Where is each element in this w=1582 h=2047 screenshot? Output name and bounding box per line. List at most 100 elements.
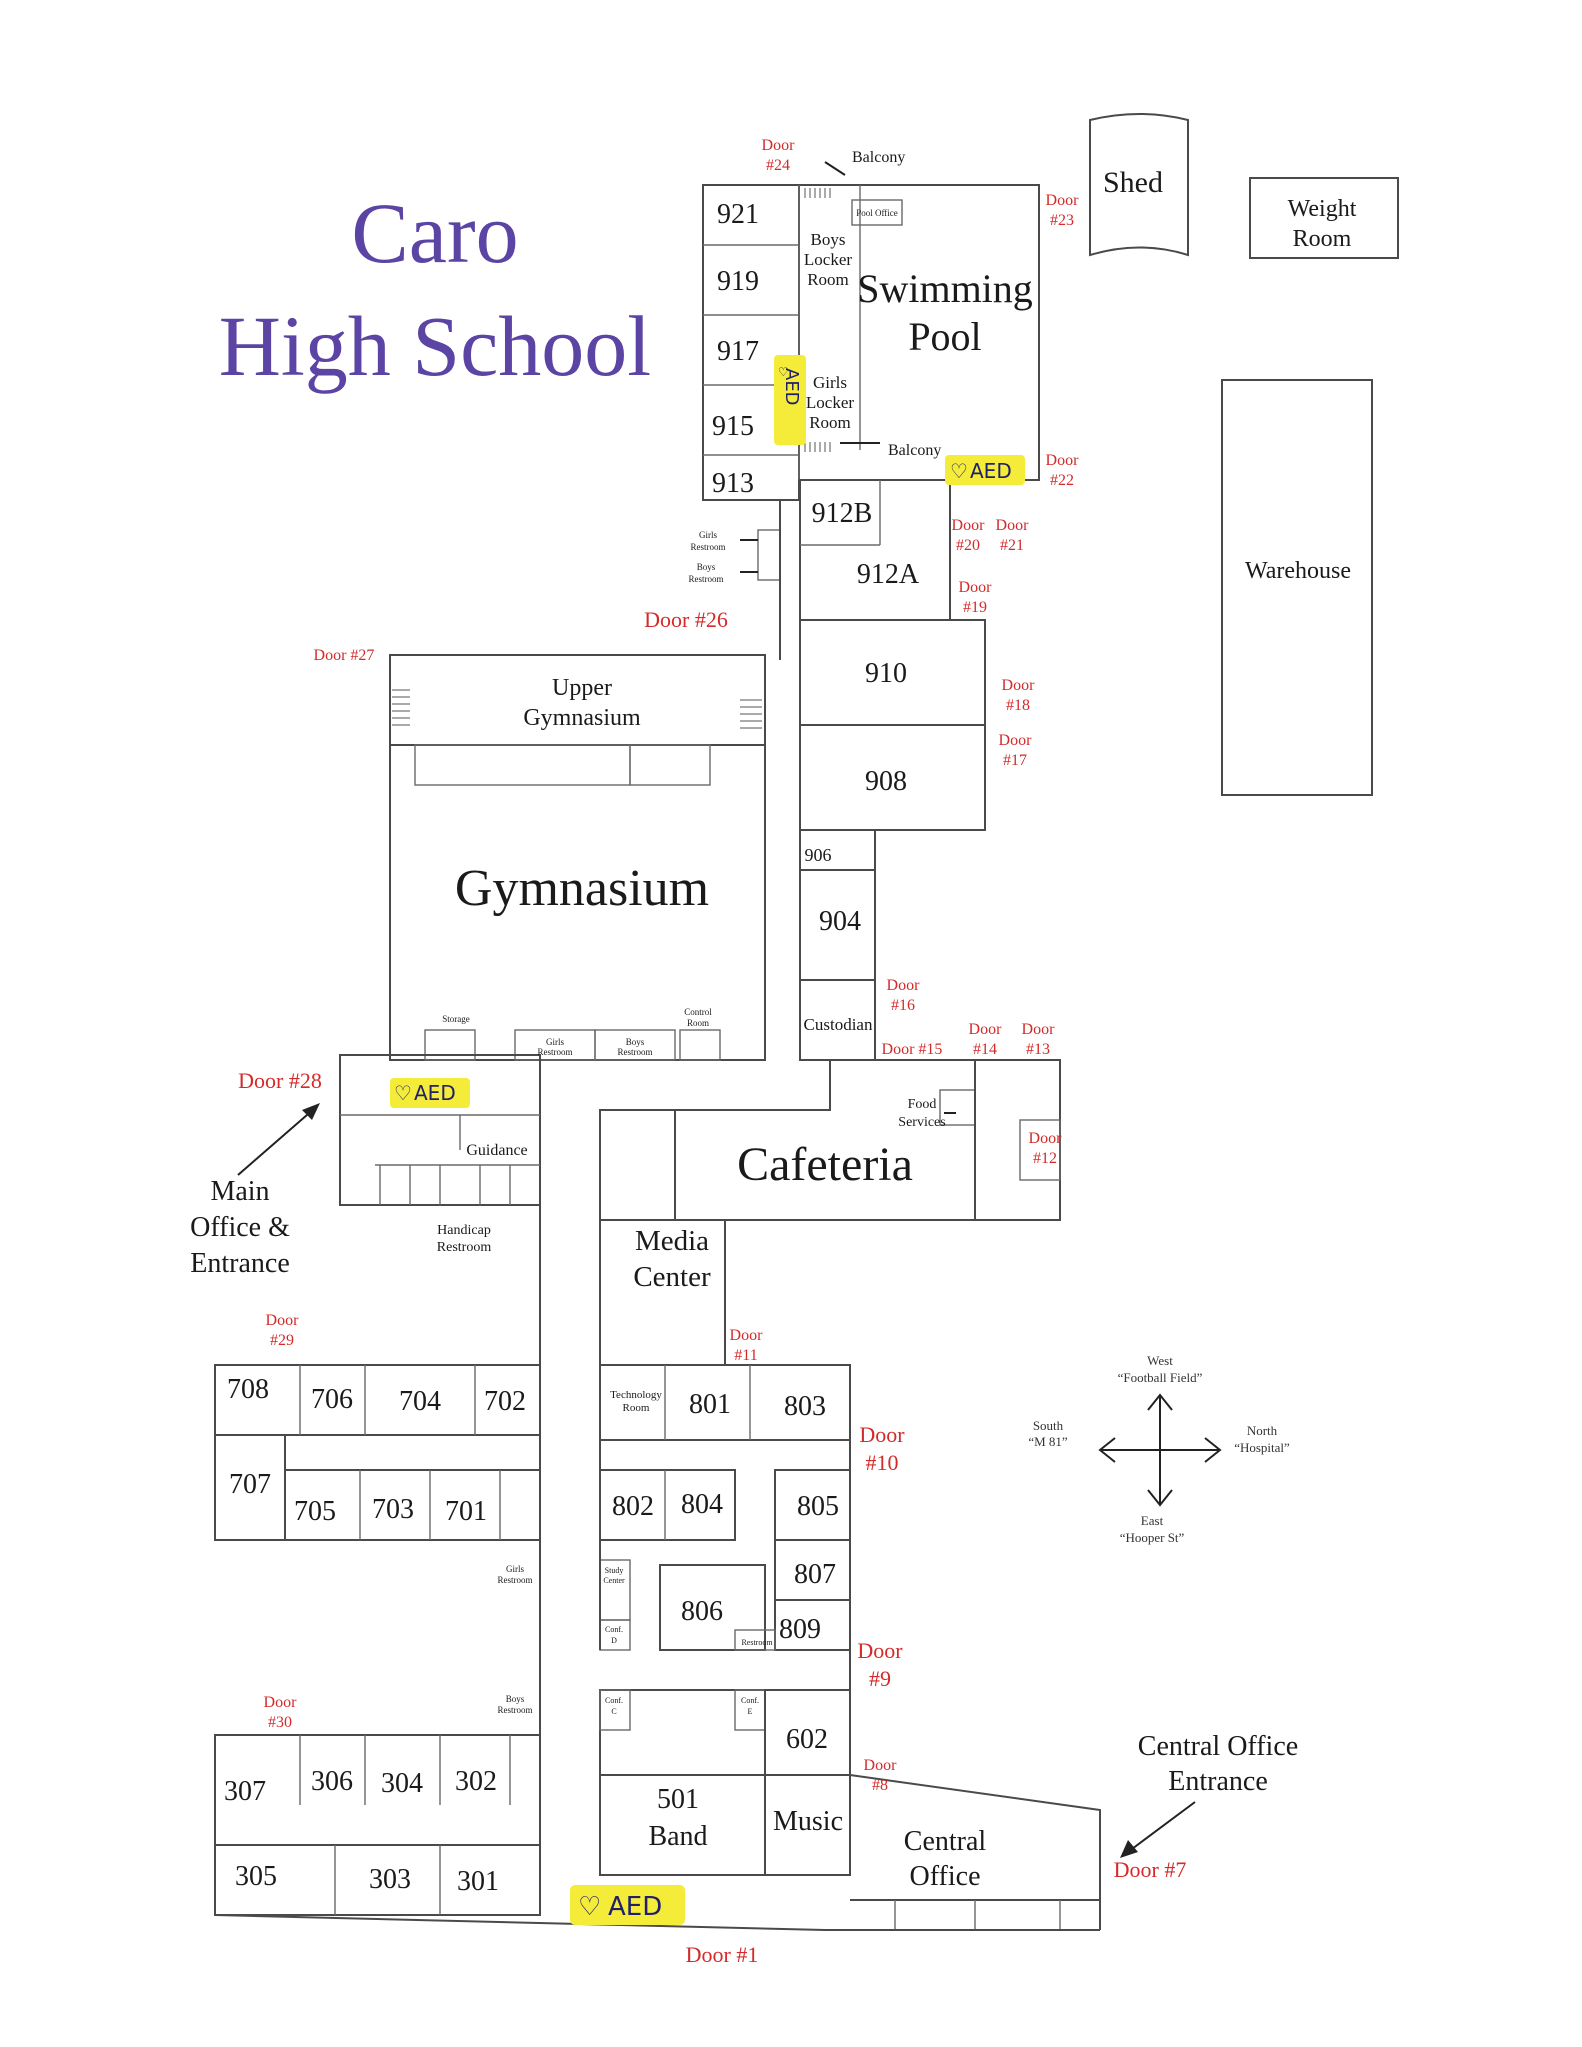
aed-label-4: AED <box>608 1892 662 1922</box>
cafeteria-block <box>599 1059 1061 1366</box>
room-906: 906 <box>805 845 832 865</box>
door-20-line-1: Door <box>952 517 986 534</box>
room-301: 301 <box>457 1866 499 1897</box>
room-804: 804 <box>681 1489 723 1520</box>
room-806: 806 <box>681 1596 723 1627</box>
main-office-line-3: Entrance <box>190 1248 290 1279</box>
door-22-line-2: #22 <box>1050 472 1074 489</box>
boys-restroom-upper-line-2: Restroom <box>689 574 724 584</box>
door-30-line-2: #30 <box>268 1714 292 1731</box>
band-line-2: Band <box>648 1821 707 1852</box>
room-302: 302 <box>455 1766 497 1797</box>
heart-icon: ♡ <box>778 365 789 379</box>
room-306: 306 <box>311 1766 353 1797</box>
food-services-line-1: Food <box>908 1097 937 1112</box>
compass-south-line-2: “M 81” <box>1028 1434 1068 1449</box>
door-8-line-2: #8 <box>872 1777 888 1794</box>
door-13-line-2: #13 <box>1026 1041 1050 1058</box>
control-room-line-2: Room <box>687 1018 709 1028</box>
door-10-line-1: Door <box>859 1422 905 1447</box>
door-24-line-2: #24 <box>766 157 790 174</box>
gym-boys-restroom-line-1: Boys <box>626 1037 645 1047</box>
room-303: 303 <box>369 1864 411 1895</box>
door-29-line-1: Door <box>266 1312 300 1329</box>
swimming-pool-line-2: Pool <box>908 314 981 359</box>
compass-west-line-1: West <box>1147 1353 1173 1368</box>
boys-locker-room-line-1: Boys <box>811 230 846 249</box>
door-13-line-1: Door <box>1022 1021 1056 1038</box>
room-801: 801 <box>689 1389 731 1420</box>
door-20-line-2: #20 <box>956 537 980 554</box>
door-7-label: Door #7 <box>1114 1857 1187 1882</box>
central-office-entrance-line-1: Central Office <box>1138 1731 1298 1762</box>
room-915: 915 <box>712 411 754 442</box>
restroom-809-label: Restroom <box>741 1638 773 1647</box>
storage-label: Storage <box>442 1014 470 1024</box>
room-910: 910 <box>865 658 907 689</box>
door-21-line-1: Door <box>996 517 1030 534</box>
door-28-label: Door #28 <box>238 1068 322 1093</box>
aed-label-3: AED <box>414 1081 456 1105</box>
central-office-line-2: Office <box>910 1861 981 1892</box>
room-704: 704 <box>399 1386 441 1417</box>
conf-e-line-1: Conf. <box>741 1696 759 1705</box>
music-block <box>599 1689 1101 1931</box>
aed-marker-girls-locker-room: AED ♡ <box>774 355 806 445</box>
room-807: 807 <box>794 1559 836 1590</box>
gym-boys-restroom-line-2: Restroom <box>618 1047 653 1057</box>
central-office-line-1: Central <box>904 1826 987 1857</box>
door-8-line-1: Door <box>864 1757 898 1774</box>
room-919: 919 <box>717 266 759 297</box>
girls-restroom-upper-line-1: Girls <box>699 530 717 540</box>
upper-gym-line-2: Gymnasium <box>523 705 641 731</box>
technology-room-line-1: Technology <box>610 1389 662 1401</box>
swimming-pool-line-1: Swimming <box>857 266 1033 311</box>
pointer-arrows <box>237 161 1196 1858</box>
boys-locker-room-line-3: Room <box>807 270 849 289</box>
room-912b: 912B <box>812 498 873 529</box>
balcony-bottom-label: Balcony <box>888 442 941 459</box>
room-304: 304 <box>381 1768 423 1799</box>
door-21-line-2: #21 <box>1000 537 1024 554</box>
room-305: 305 <box>235 1861 277 1892</box>
media-center-line-2: Center <box>633 1261 711 1293</box>
room-809: 809 <box>779 1614 821 1645</box>
room-917: 917 <box>717 336 759 367</box>
study-center-line-1: Study <box>605 1566 624 1575</box>
door-12-line-1: Door <box>1029 1130 1063 1147</box>
door-19-line-1: Door <box>959 579 993 596</box>
pool-office-label: Pool Office <box>856 208 898 218</box>
aed-label-1: AED <box>781 368 802 406</box>
upper-gym-line-1: Upper <box>552 675 612 701</box>
door-23-line-1: Door <box>1046 192 1080 209</box>
girls-restroom-700-line-2: Restroom <box>498 1575 533 1585</box>
balcony-top-label: Balcony <box>852 149 905 166</box>
door-18-line-1: Door <box>1002 677 1036 694</box>
door-labels: Door #24 Door #23 Door #22 Door #20 Door… <box>238 137 1186 1967</box>
door-17-line-2: #17 <box>1003 752 1027 769</box>
study-center-line-2: Center <box>603 1576 625 1585</box>
boys-restroom-300-line-1: Boys <box>506 1694 525 1704</box>
title-line-1: Caro <box>351 185 518 281</box>
door-27-label: Door #27 <box>314 647 375 664</box>
room-705: 705 <box>294 1496 336 1527</box>
door-18-line-2: #18 <box>1006 697 1030 714</box>
aed-marker-main-office: ♡ AED <box>390 1078 470 1108</box>
band-line-1: 501 <box>657 1784 699 1815</box>
girls-restroom-upper-line-2: Restroom <box>691 542 726 552</box>
boys-restroom-upper-line-1: Boys <box>697 562 716 572</box>
700-wing <box>214 1364 541 1541</box>
room-707: 707 <box>229 1469 271 1500</box>
room-912a: 912A <box>857 559 920 590</box>
compass-north-line-1: North <box>1247 1423 1278 1438</box>
heart-icon: ♡ <box>578 1892 601 1921</box>
room-904: 904 <box>819 906 861 937</box>
room-908: 908 <box>865 766 907 797</box>
food-services-line-2: Services <box>898 1115 945 1130</box>
boys-restroom-300-line-2: Restroom <box>498 1705 533 1715</box>
door-29-line-2: #29 <box>270 1332 294 1349</box>
girls-locker-room-line-2: Locker <box>806 393 854 412</box>
conf-c-line-1: Conf. <box>605 1696 623 1705</box>
outbuildings <box>1089 113 1399 796</box>
room-913: 913 <box>712 468 754 499</box>
